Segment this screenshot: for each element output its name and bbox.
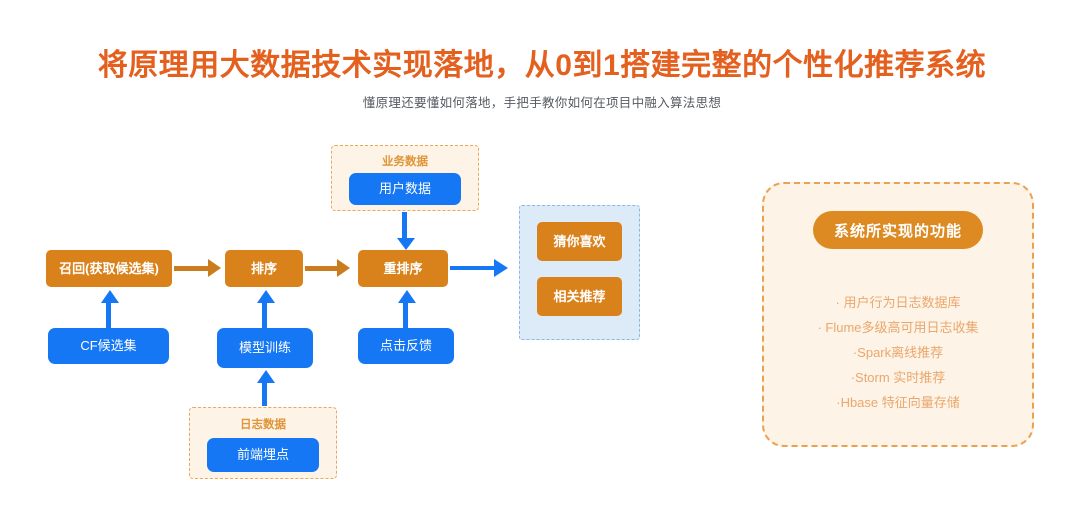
features-panel-list: · 用户行为日志数据库 · Flume多级高可用日志收集 ·Spark离线推荐 … [762,290,1034,415]
node-guess-you-like[interactable]: 猜你喜欢 [537,222,622,261]
node-rank[interactable]: 排序 [225,250,303,287]
feature-item: ·Hbase 特征向量存储 [836,395,960,410]
feature-item: ·Spark离线推荐 [852,345,944,360]
feature-item: · 用户行为日志数据库 [835,295,961,310]
node-model-training[interactable]: 模型训练 [217,328,313,368]
node-rerank[interactable]: 重排序 [358,250,448,287]
node-related-recommend[interactable]: 相关推荐 [537,277,622,316]
node-recall[interactable]: 召回(获取候选集) [46,250,172,287]
page-title: 将原理用大数据技术实现落地，从0到1搭建完整的个性化推荐系统 [97,49,987,82]
features-panel-title[interactable]: 系统所实现的功能 [813,211,983,249]
node-user-data[interactable]: 用户数据 [349,173,461,205]
node-frontend-tracking[interactable]: 前端埋点 [207,438,319,472]
business-data-label: 业务数据 [382,156,428,168]
feature-item: ·Storm 实时推荐 [850,370,946,385]
feature-item: · Flume多级高可用日志收集 [817,320,979,335]
page-subtitle: 懂原理还要懂如何落地，手把手教你如何在项目中融入算法思想 [362,96,722,110]
node-click-feedback[interactable]: 点击反馈 [358,328,454,364]
node-cf-candidate[interactable]: CF候选集 [48,328,169,364]
log-data-label: 日志数据 [240,419,286,431]
